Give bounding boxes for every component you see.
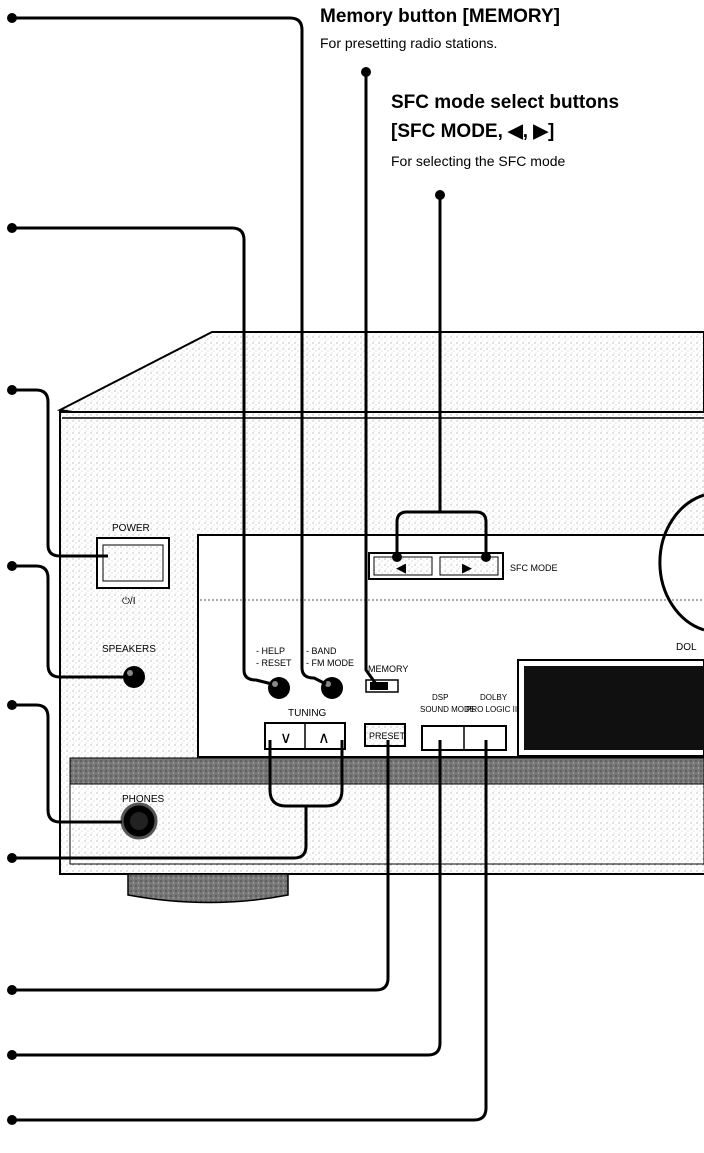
tuning-buttons[interactable]	[264, 722, 346, 750]
dolby-label-line1: DOLBY	[480, 693, 508, 702]
help-reset-button[interactable]	[268, 677, 290, 699]
standby-label: ⏻/I	[122, 596, 135, 607]
speakers-label: SPEAKERS	[102, 644, 156, 655]
leader-lines	[12, 16, 488, 1122]
display-window	[517, 659, 704, 757]
sfc-right-glyph: ▶	[462, 560, 472, 575]
sfc-mode-buttons[interactable]	[368, 552, 504, 580]
band-fm-mode-button-highlight	[325, 681, 331, 687]
phones-label: PHONES	[122, 794, 165, 805]
display-label-partial: DOL	[676, 642, 697, 653]
sfc-left-glyph: ◀	[396, 560, 406, 575]
memory-label: MEMORY	[368, 664, 408, 674]
power-label: POWER	[112, 523, 150, 534]
memory-callout-title: Memory button [MEMORY]	[320, 6, 560, 27]
sfc-callout-title-line1: SFC mode select buttons	[391, 92, 619, 113]
help-reset-button-highlight	[272, 681, 278, 687]
help-label: - HELP	[256, 646, 285, 656]
leader-dots	[7, 13, 491, 1125]
sfc-mode-label: SFC MODE	[510, 563, 558, 573]
tuning-label: TUNING	[288, 708, 327, 719]
memory-button-fill	[370, 682, 388, 690]
sfc-callout-desc: For selecting the SFC mode	[391, 153, 566, 169]
preset-button[interactable]	[364, 723, 406, 747]
tune-down-glyph: ∨	[280, 730, 292, 747]
dsp-label-line2: SOUND MODE	[420, 705, 475, 714]
band-fm-mode-button[interactable]	[321, 677, 343, 699]
dsp-label-line1: DSP	[432, 693, 448, 702]
power-switch[interactable]	[96, 537, 170, 589]
sfc-callout-title-line2: [SFC MODE, ◀, ▶]	[391, 121, 554, 142]
phones-jack-inner	[130, 812, 148, 830]
fm-mode-label: - FM MODE	[306, 658, 354, 668]
reset-label: - RESET	[256, 658, 292, 668]
speakers-button-highlight	[127, 670, 133, 676]
dolby-label-line2: PRO LOGIC II	[466, 705, 517, 714]
memory-callout-desc: For presetting radio stations.	[320, 35, 497, 51]
panel-labels: POWER ⏻/I SPEAKERS PHONES - HELP - RESET…	[102, 523, 697, 805]
band-label: - BAND	[306, 646, 337, 656]
volume-knob-edge	[658, 493, 704, 632]
tune-up-glyph: ∧	[318, 730, 330, 747]
speakers-button[interactable]	[123, 666, 145, 688]
sound-mode-buttons[interactable]	[421, 725, 507, 751]
preset-label: PRESET	[369, 731, 406, 741]
